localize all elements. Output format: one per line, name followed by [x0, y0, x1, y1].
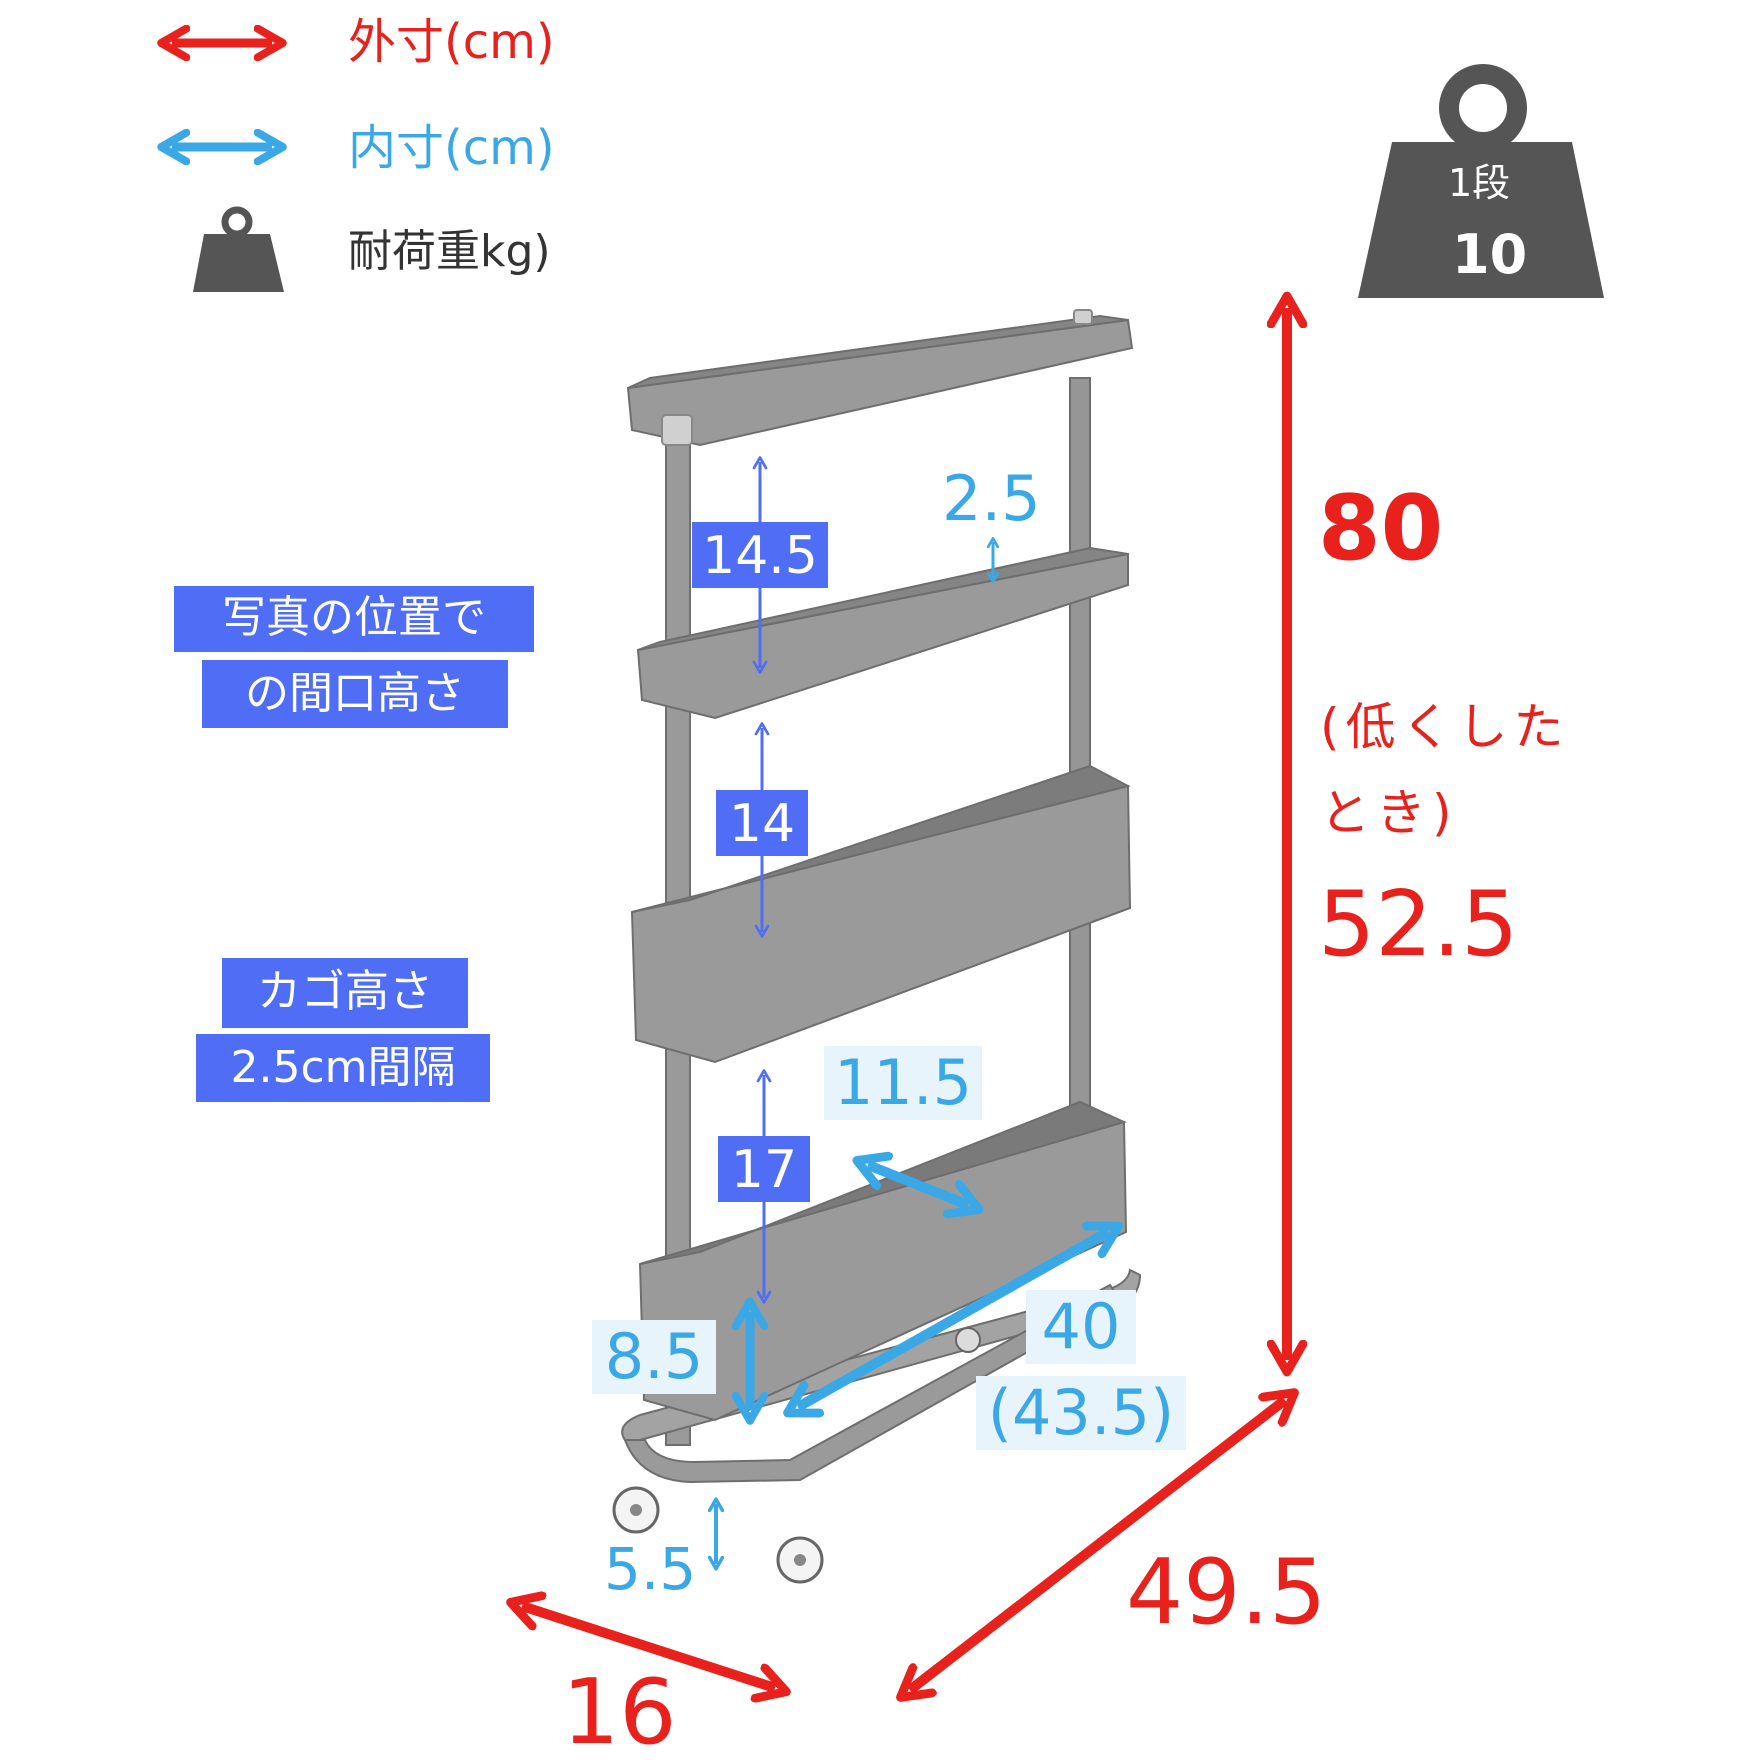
- inner-width-arrow: [798, 1232, 1108, 1407]
- height-low-label: 52.5: [1318, 872, 1519, 977]
- basket-note-line2: 2.5cm間隔: [196, 1034, 490, 1102]
- height-low-note-line2: とき): [1320, 784, 1458, 842]
- height-total-label: 80: [1318, 476, 1444, 581]
- width-arrow: [910, 1400, 1285, 1690]
- inner-width-label: 40: [1026, 1290, 1136, 1364]
- floor-clearance-label: 5.5: [604, 1535, 697, 1603]
- weight-badge-tier: 1段: [1448, 161, 1511, 205]
- height-low-note-line1: (低くした: [1320, 698, 1570, 756]
- opening-note-line2: の間口高さ: [202, 660, 508, 728]
- basket-note-line1: カゴ高さ: [222, 958, 468, 1028]
- width-label: 49.5: [1126, 1540, 1327, 1645]
- weight-badge-icon: [1358, 64, 1604, 298]
- opening-note-line1: 写真の位置で: [174, 586, 534, 652]
- basket-height-label: 8.5: [592, 1320, 716, 1394]
- gap-3-label: 17: [718, 1136, 810, 1202]
- tray-depth-label: 2.5: [942, 462, 1041, 535]
- gap-2-label: 14: [716, 790, 808, 856]
- depth-arrow: [522, 1606, 775, 1688]
- gap-1-label: 14.5: [692, 522, 828, 588]
- inner-depth-arrow: [868, 1165, 968, 1205]
- legend-outer-label: 外寸(cm): [348, 14, 555, 70]
- inner-width-outer-label: (43.5): [976, 1376, 1186, 1450]
- weight-badge-value: 10: [1452, 223, 1528, 286]
- legend-load-label: 耐荷重kg): [348, 226, 551, 277]
- depth-label: 16: [562, 1660, 677, 1760]
- inner-depth-label: 11.5: [824, 1046, 982, 1120]
- weight-icon: [193, 206, 284, 292]
- legend-inner-label: 内寸(cm): [348, 120, 555, 176]
